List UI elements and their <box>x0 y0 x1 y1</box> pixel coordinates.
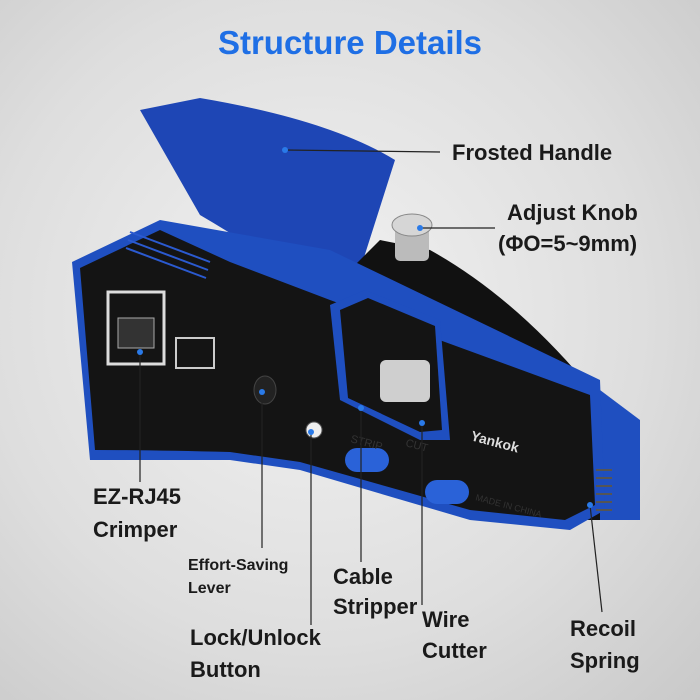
label-lever-2: Lever <box>188 580 231 597</box>
rj45-crimper-slot <box>106 290 166 366</box>
page-title: Structure Details <box>217 24 483 61</box>
label-spring-2: Spring <box>570 648 640 673</box>
label-lever-1: Effort-Saving <box>188 557 289 574</box>
label-stripper-1: Cable <box>333 564 393 589</box>
label-stripper-2: Stripper <box>333 594 418 619</box>
recoil-spring <box>596 469 612 511</box>
cut-marking: CUT <box>404 437 429 455</box>
leader-lines <box>139 149 603 625</box>
label-lock-1: Lock/Unlock <box>190 625 321 650</box>
label-cutter-1: Wire <box>422 607 470 632</box>
effort-saving-lever <box>253 375 277 405</box>
label-adjust-knob-range: (ΦO=5~9mm) <box>498 231 638 256</box>
label-cutter-2: Cutter <box>422 638 487 663</box>
label-spring-1: Recoil <box>570 616 637 641</box>
label-crimper-2: Crimper <box>93 517 178 542</box>
label-adjust-knob: Adjust Knob <box>507 200 638 225</box>
frosted-handle <box>140 98 395 300</box>
lock-unlock-button <box>305 421 323 439</box>
label-frosted-handle: Frosted Handle <box>452 140 613 165</box>
label-lock-2: Button <box>190 657 261 682</box>
label-crimper-1: EZ-RJ45 <box>93 484 182 509</box>
